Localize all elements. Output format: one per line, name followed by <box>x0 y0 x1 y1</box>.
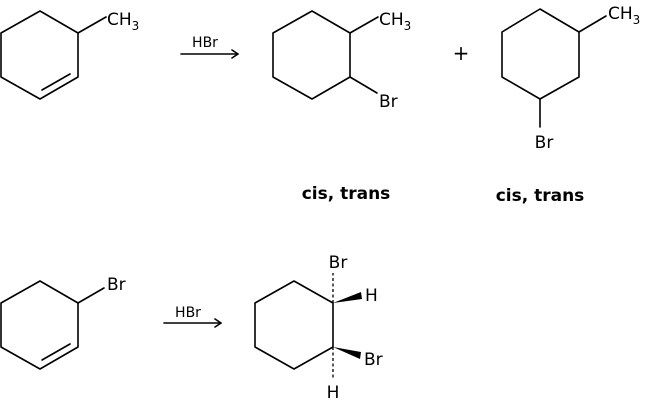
cyclohexane-ring <box>501 8 580 100</box>
reagent-label-1: HBr <box>192 35 218 51</box>
bromo-label: Br <box>535 133 554 153</box>
bottom-hydrogen-label: H <box>327 383 340 403</box>
stereo-label-product-1: cis, trans <box>302 184 391 204</box>
methyl-bond <box>349 16 379 34</box>
plus-sign: + <box>453 41 470 65</box>
reaction-arrow-2: HBr <box>163 305 222 328</box>
wedge-bond-top <box>333 292 362 303</box>
top-bromo-label: Br <box>329 253 348 273</box>
arrow-head-icon <box>214 318 222 328</box>
methyl-label: CH3 <box>379 10 411 33</box>
bromo-bond <box>77 287 105 304</box>
cyclohexene-ring <box>0 10 79 100</box>
reactant-3-bromocyclohexene: Br <box>0 275 126 370</box>
reagent-label-2: HBr <box>175 305 201 321</box>
methyl-label: CH3 <box>107 10 139 33</box>
cyclohexane-ring <box>254 280 334 370</box>
stereo-label-product-2: cis, trans <box>496 186 585 206</box>
bottom-bromo-label: Br <box>364 350 383 370</box>
reaction-arrow-1: HBr <box>180 35 239 59</box>
product-1-bromo-2-methylcyclohexane: CH3 Br <box>272 10 411 112</box>
cyclohexene-ring <box>0 280 79 370</box>
top-hydrogen-label: H <box>365 286 378 306</box>
bromo-label: Br <box>107 275 126 295</box>
bromo-label: Br <box>379 92 398 112</box>
methyl-bond <box>578 15 607 33</box>
arrow-head-icon <box>231 49 239 59</box>
methyl-label: CH3 <box>608 4 640 27</box>
product-1-2-dibromocyclohexane: Br H Br H <box>254 253 383 403</box>
double-bond-inner-line <box>41 343 71 361</box>
cyclohexane-ring <box>272 10 351 100</box>
product-1-bromo-3-methylcyclohexane: CH3 Br <box>501 4 640 153</box>
methyl-bond <box>77 16 107 34</box>
reactant-3-methylcyclohexene: CH3 <box>0 10 139 100</box>
double-bond-inner-line <box>41 73 71 91</box>
bromo-bond <box>349 76 378 94</box>
wedge-bond-bottom <box>333 347 361 359</box>
